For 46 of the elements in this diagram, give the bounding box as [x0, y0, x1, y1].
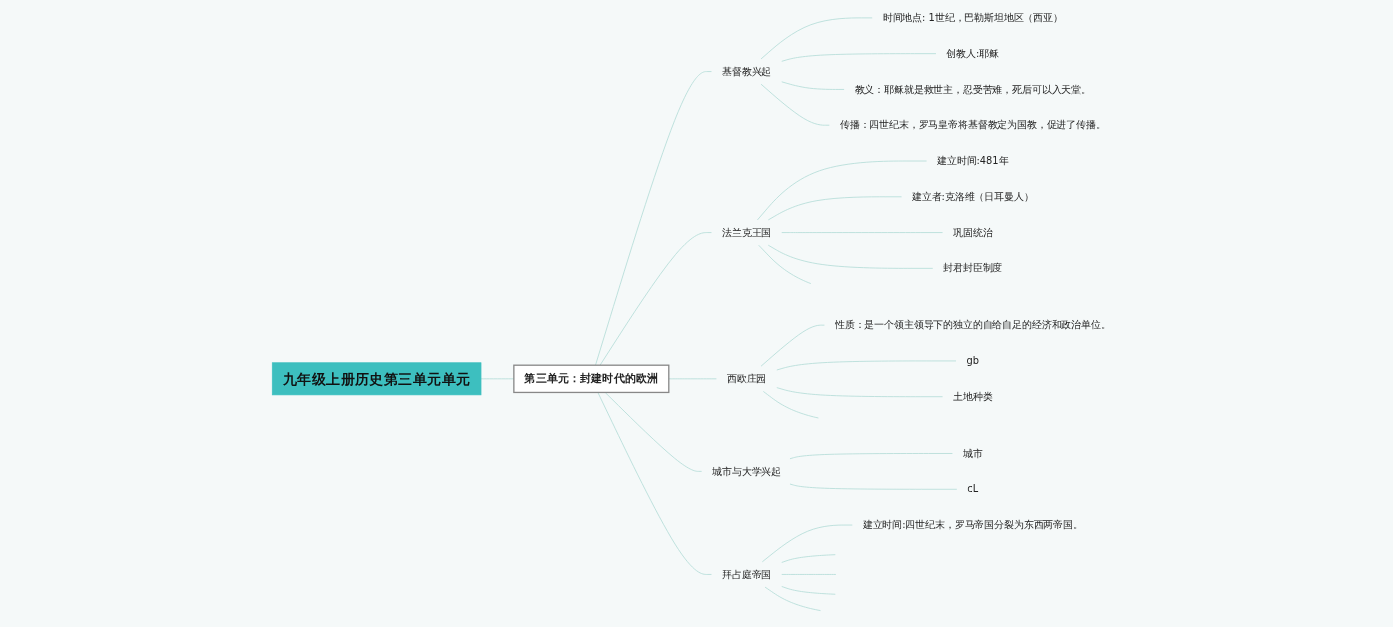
- branch-text: 创教人:耶稣: [946, 47, 999, 60]
- branch-text: 巩固统治: [952, 226, 993, 239]
- branch-text: 城市与大学兴起: [711, 465, 781, 478]
- branch-text: 基督教兴起: [721, 65, 771, 78]
- branch-text: 时间地点: 1世纪，巴勒斯坦地区（西亚）: [882, 11, 1063, 24]
- branch-text: 法兰克王国: [721, 226, 771, 239]
- branch-text: 性质：是一个领主领导下的独立的自给自足的经济和政治单位。: [834, 319, 1111, 331]
- branch-line: [781, 586, 836, 595]
- branch-line: [756, 160, 927, 221]
- branch-line: [776, 387, 943, 398]
- branch-text: 城市: [962, 447, 983, 460]
- root-topic-box: 九年级上册历史第三单元单元: [271, 362, 482, 396]
- branch-line: [668, 378, 717, 380]
- branch-line: [781, 554, 836, 563]
- branch-text: 建立时间:四世纪末，罗马帝国分裂为东西两帝国。: [862, 519, 1083, 531]
- branch-line: [760, 17, 873, 60]
- branch-line: [597, 392, 712, 575]
- branch-text: 西欧庄园: [726, 372, 767, 385]
- branch-text: 教义：耶稣就是救世主，忍受苦难，死后可以入天堂。: [854, 83, 1091, 96]
- branch-line: [776, 360, 957, 371]
- topic-box: 第三单元：封建时代的欧洲: [513, 364, 670, 394]
- branch-line: [781, 81, 845, 90]
- branch-line: [758, 244, 812, 284]
- branch-text: 建立时间:481年: [936, 154, 1009, 167]
- branch-line: [604, 392, 702, 472]
- branch-text: 建立者:克洛维（日耳曼人）: [911, 190, 1034, 203]
- branch-line: [767, 244, 933, 269]
- branch-line: [781, 574, 837, 575]
- branch-line: [760, 324, 825, 367]
- branch-text: gb: [966, 354, 979, 367]
- branch-line: [760, 83, 830, 126]
- branch-text: 传播：四世纪末，罗马皇帝将基督教定为国教，促进了传播。: [839, 119, 1106, 131]
- branch-text: 封君封臣制度: [943, 262, 1003, 275]
- branch-text: cL: [967, 483, 978, 495]
- branch-text: 土地种类: [952, 390, 993, 403]
- branch-line: [762, 391, 819, 419]
- branch-line: [764, 586, 821, 612]
- branch-line: [781, 53, 937, 62]
- branch-line: [767, 196, 902, 221]
- branch-line: [761, 524, 853, 563]
- branch-line: [594, 71, 712, 366]
- branch-text: 拜占庭帝国: [721, 568, 771, 581]
- branch-line: [789, 483, 958, 490]
- branch-line: [781, 232, 943, 233]
- branch-line: [789, 453, 953, 460]
- branch-line: [599, 232, 712, 366]
